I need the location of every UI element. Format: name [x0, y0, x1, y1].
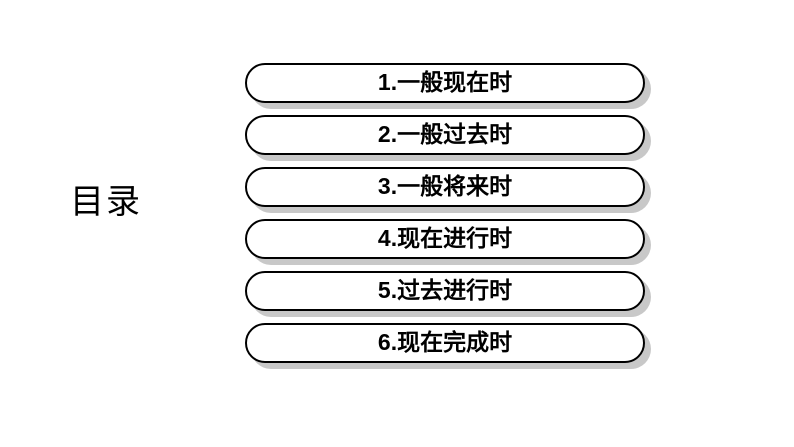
toc-pill-6[interactable]: 6.现在完成时 — [245, 323, 645, 363]
toc-item-2[interactable]: 2.一般过去时 — [245, 115, 651, 161]
toc-item-label: 1.一般现在时 — [377, 68, 513, 95]
toc-item-1[interactable]: 1.一般现在时 — [245, 63, 651, 109]
toc-pill-5[interactable]: 5.过去进行时 — [245, 271, 645, 311]
toc-pill-4[interactable]: 4.现在进行时 — [245, 219, 645, 259]
toc-item-label: 5.过去进行时 — [377, 276, 513, 303]
table-of-contents-list: 1.一般现在时 2.一般过去时 3.一般将来时 4.现在进行时 5.过去进行时 — [245, 63, 655, 383]
toc-item-4[interactable]: 4.现在进行时 — [245, 219, 651, 265]
toc-pill-2[interactable]: 2.一般过去时 — [245, 115, 645, 155]
toc-item-3[interactable]: 3.一般将来时 — [245, 167, 651, 213]
toc-item-6[interactable]: 6.现在完成时 — [245, 323, 651, 369]
toc-pill-1[interactable]: 1.一般现在时 — [245, 63, 645, 103]
toc-item-label: 6.现在完成时 — [377, 328, 513, 355]
toc-item-label: 3.一般将来时 — [377, 172, 513, 199]
toc-item-label: 4.现在进行时 — [377, 224, 513, 251]
toc-item-label: 2.一般过去时 — [377, 120, 513, 147]
toc-pill-3[interactable]: 3.一般将来时 — [245, 167, 645, 207]
page-title: 目录 — [70, 184, 142, 221]
toc-item-5[interactable]: 5.过去进行时 — [245, 271, 651, 317]
